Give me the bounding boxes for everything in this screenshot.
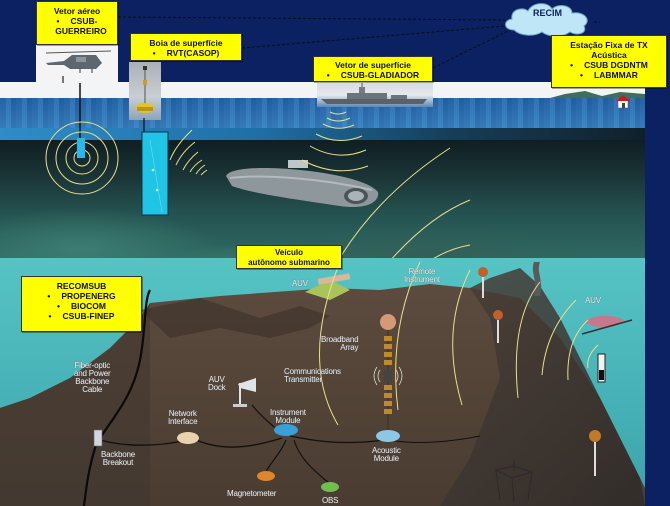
instrument-module-label: Instrument Module — [270, 408, 306, 425]
label-vetor-superficie: Vetor de superfície •CSUB-GLADIADOR — [313, 56, 433, 82]
warship-icon — [321, 83, 427, 104]
magnetometer-label: Magnetometer — [227, 489, 277, 498]
seafloor-terrain — [0, 268, 645, 506]
label-boia-superficie: Boia de superfície •RVT(CASOP) — [130, 33, 242, 61]
recim-cloud-icon — [505, 3, 588, 37]
hydrophone-sensor — [77, 138, 85, 158]
remote-instrument-label: Remote Instrument — [404, 267, 440, 284]
station-house-icon — [616, 95, 630, 108]
acoustic-module-label: Acoustic Module — [372, 446, 401, 463]
label-vetor-aereo: Vetor aéreo •CSUB- GUERREIRO — [36, 1, 118, 45]
navy-border-right — [645, 96, 670, 506]
auv-top-label: AUV — [292, 279, 308, 288]
label-veiculo-autonomo: Veículo autônomo submarino — [236, 245, 342, 269]
auv-dock-label: AUV Dock — [208, 375, 226, 392]
obs-label: OBS — [322, 496, 339, 505]
helicopter-icon — [45, 50, 112, 83]
broadband-array-label: Broadband Array — [321, 335, 359, 352]
label-recomsub: RECOMSUB •PROPENERG •BIOCOM •CSUB-FINEP — [21, 276, 142, 332]
buoy-photo — [129, 62, 161, 120]
buoy-icon — [136, 66, 154, 113]
fiber-optic-cable-label: Fiber-optic and Power Backbone Cable — [74, 361, 111, 394]
communications-transmitter-label: Communications Transmitter — [284, 367, 341, 384]
label-estacao-fixa: Estação Fixa de TX Acústica •CSUB DGDNTM… — [551, 35, 667, 88]
network-interface-label: Network Interface — [168, 409, 198, 426]
ship-photo — [317, 83, 433, 107]
helicopter-photo — [36, 45, 118, 83]
auv-right-label: AUV — [585, 296, 601, 305]
backbone-breakout-label: Backbone Breakout — [101, 450, 135, 467]
recim-label: RECIM — [533, 8, 562, 18]
